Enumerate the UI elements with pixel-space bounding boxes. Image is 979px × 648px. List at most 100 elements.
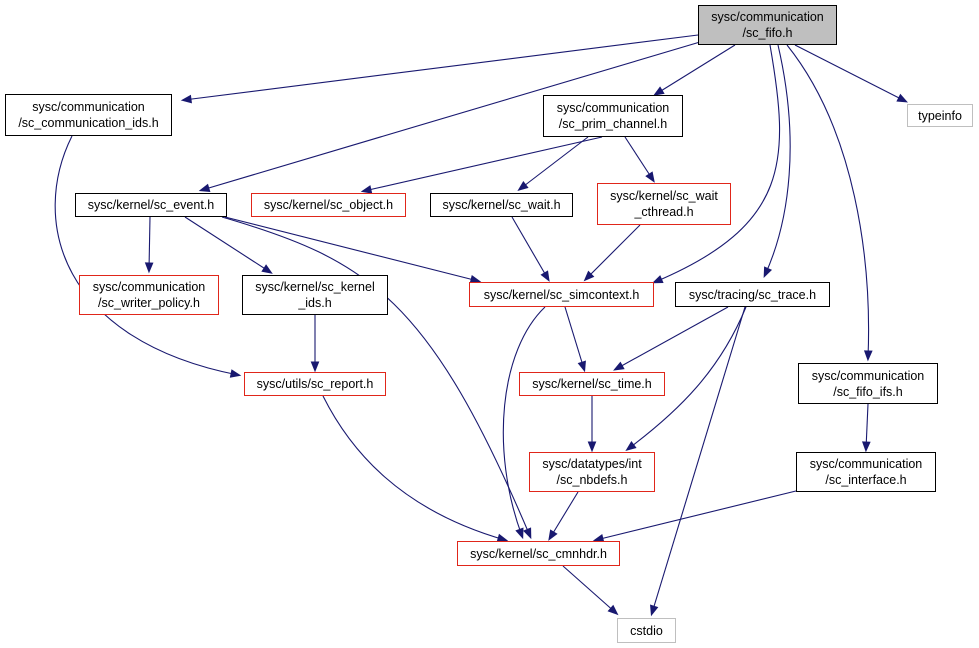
node-label-line1: sysc/utils/sc_report.h (256, 377, 374, 391)
edge-simcontext-to-time (564, 306, 585, 370)
node-sc-writer-policy[interactable]: sysc/communication /sc_writer_policy.h (79, 275, 219, 315)
arrowhead-trace-to-time (613, 361, 625, 371)
node-label-line1: sysc/communication (556, 101, 670, 115)
edge-prim-to-wait-cthread (624, 136, 654, 181)
node-label-line1: sysc/communication (92, 280, 206, 294)
node-label-line2: /sc_writer_policy.h (98, 296, 200, 310)
arrowhead-cmnhdr-to-cstdio (607, 604, 619, 616)
node-label-line1: sysc/kernel/sc_time.h (532, 377, 652, 391)
node-sc-event[interactable]: sysc/kernel/sc_event.h (75, 193, 227, 217)
edge-fifo-to-sc-trace (764, 44, 791, 276)
arrowhead-event-to-writer-policy (144, 262, 154, 274)
arrowhead-event-to-kernel-ids (261, 264, 273, 274)
edge-trace-to-cstdio (651, 306, 746, 614)
node-sc-time[interactable]: sysc/kernel/sc_time.h (519, 372, 665, 396)
node-label-line1: sysc/kernel/sc_kernel (255, 280, 375, 294)
node-sc-cmnhdr[interactable]: sysc/kernel/sc_cmnhdr.h (457, 541, 620, 566)
edge-fifo-to-sc-event (201, 41, 701, 191)
node-label-line1: sysc/kernel/sc_wait.h (442, 198, 561, 212)
arrowhead-event-to-cmnhdr (523, 527, 532, 540)
node-label-line2: /sc_interface.h (825, 473, 907, 487)
arrowhead-simcontext-to-cmnhdr (515, 527, 524, 540)
node-label-line1: sysc/communication (32, 100, 145, 114)
edge-trace-to-time (615, 306, 729, 370)
arrowhead-nbdefs-to-cmnhdr (548, 529, 558, 541)
edge-event-to-cmnhdr (221, 216, 531, 537)
node-sc-simcontext[interactable]: sysc/kernel/sc_simcontext.h (469, 282, 654, 307)
node-label-line2: /sc_fifo_ifs.h (833, 384, 903, 399)
node-label-line2: /sc_nbdefs.h (556, 473, 628, 487)
edge-prim-to-wait (519, 136, 589, 190)
node-sc-fifo-ifs[interactable]: sysc/communication /sc_fifo_ifs.h (798, 363, 938, 404)
node-label-line1: sysc/kernel/sc_cmnhdr.h (470, 546, 607, 561)
edge-fifo-to-comm-ids (183, 34, 699, 101)
node-label-line1: sysc/communication (809, 457, 923, 471)
node-label-line1: sysc/kernel/sc_object.h (263, 198, 394, 212)
arrowhead-fifo-to-simcontext (651, 275, 664, 284)
arrowhead-prim-to-wait (517, 180, 529, 192)
edge-fifo-to-simcontext (654, 44, 781, 283)
arrowhead-comm-ids-to-report (229, 369, 242, 378)
node-label-line2: _ids.h (298, 296, 332, 310)
node-label-line2: _cthread.h (634, 205, 694, 219)
node-sc-prim-channel[interactable]: sysc/communication /sc_prim_channel.h (543, 95, 683, 137)
node-sc-interface[interactable]: sysc/communication /sc_interface.h (796, 452, 936, 492)
node-label-line1: sysc/datatypes/int (542, 457, 642, 471)
arrowhead-cthread-to-simcontext (583, 270, 595, 282)
node-label-line2: /sc_prim_channel.h (558, 117, 668, 131)
arrowhead-fifo-ifs-to-interface (861, 441, 871, 453)
edge-simcontext-to-cmnhdr (502, 306, 546, 537)
arrowhead-wait-to-simcontext (540, 270, 550, 282)
arrowhead-trace-to-nbdefs (625, 441, 637, 452)
node-sc-trace[interactable]: sysc/tracing/sc_trace.h (675, 282, 830, 307)
node-label-line1: sysc/tracing/sc_trace.h (688, 287, 817, 302)
arrowhead-prim-to-object (360, 185, 373, 194)
edge-cmnhdr-to-cstdio (562, 565, 617, 614)
node-label-line2: /sc_fifo.h (742, 26, 793, 40)
node-label-line1: sysc/kernel/sc_event.h (87, 198, 215, 212)
node-sc-report[interactable]: sysc/utils/sc_report.h (244, 372, 386, 396)
arrowhead-fifo-to-typeinfo (896, 93, 908, 103)
node-sc-nbdefs[interactable]: sysc/datatypes/int /sc_nbdefs.h (529, 452, 655, 492)
arrowhead-trace-to-cstdio (650, 604, 659, 617)
node-sc-fifo: sysc/communication /sc_fifo.h (698, 5, 837, 45)
arrowhead-time-to-nbdefs (587, 441, 597, 453)
edge-fifo-to-prim-channel (655, 44, 736, 95)
arrowhead-fifo-to-prim-channel (653, 86, 665, 96)
arrowhead-fifo-to-sc-trace (763, 266, 773, 279)
edge-nbdefs-to-cmnhdr (549, 491, 579, 539)
node-cstdio[interactable]: cstdio (617, 618, 676, 643)
edge-trace-to-nbdefs (627, 306, 747, 450)
arrowhead-fifo-to-comm-ids (180, 94, 192, 104)
edge-event-to-writer-policy (148, 216, 151, 271)
node-label-line1: sysc/communication (811, 368, 925, 383)
edge-fifo-ifs-to-interface (865, 403, 869, 450)
node-label-line1: cstdio (630, 623, 663, 638)
node-label-line1: sysc/kernel/sc_wait (610, 189, 718, 203)
edge-report-to-cmnhdr (322, 395, 506, 541)
edge-interface-to-cmnhdr (595, 489, 801, 541)
node-label-line2: /sc_communication_ids.h (18, 116, 159, 130)
edge-event-to-kernel-ids (184, 216, 271, 273)
arrowhead-fifo-to-fifo-ifs (863, 350, 873, 362)
node-sc-wait-cthread[interactable]: sysc/kernel/sc_wait _cthread.h (597, 183, 731, 225)
node-sc-kernel-ids[interactable]: sysc/kernel/sc_kernel _ids.h (242, 275, 388, 315)
edge-cthread-to-simcontext (585, 224, 641, 280)
node-sc-wait[interactable]: sysc/kernel/sc_wait.h (430, 193, 573, 217)
node-sc-object[interactable]: sysc/kernel/sc_object.h (251, 193, 406, 217)
edge-wait-to-simcontext (511, 216, 549, 280)
arrowhead-prim-to-wait-cthread (645, 171, 655, 183)
edge-comm-ids-to-report (54, 135, 239, 376)
arrowhead-simcontext-to-time (577, 360, 586, 373)
arrowhead-kernel-ids-to-report (310, 361, 320, 373)
edge-event-to-simcontext (224, 216, 479, 282)
node-label-line1: sysc/communication (711, 10, 824, 24)
node-typeinfo[interactable]: typeinfo (907, 104, 973, 127)
node-label-line1: typeinfo (918, 108, 962, 123)
node-sc-communication-ids[interactable]: sysc/communication /sc_communication_ids… (5, 94, 172, 136)
arrowhead-fifo-to-sc-event (198, 183, 211, 193)
edge-fifo-to-typeinfo (794, 44, 906, 102)
node-label-line1: sysc/kernel/sc_simcontext.h (483, 287, 640, 302)
edge-fifo-to-fifo-ifs (786, 44, 870, 359)
